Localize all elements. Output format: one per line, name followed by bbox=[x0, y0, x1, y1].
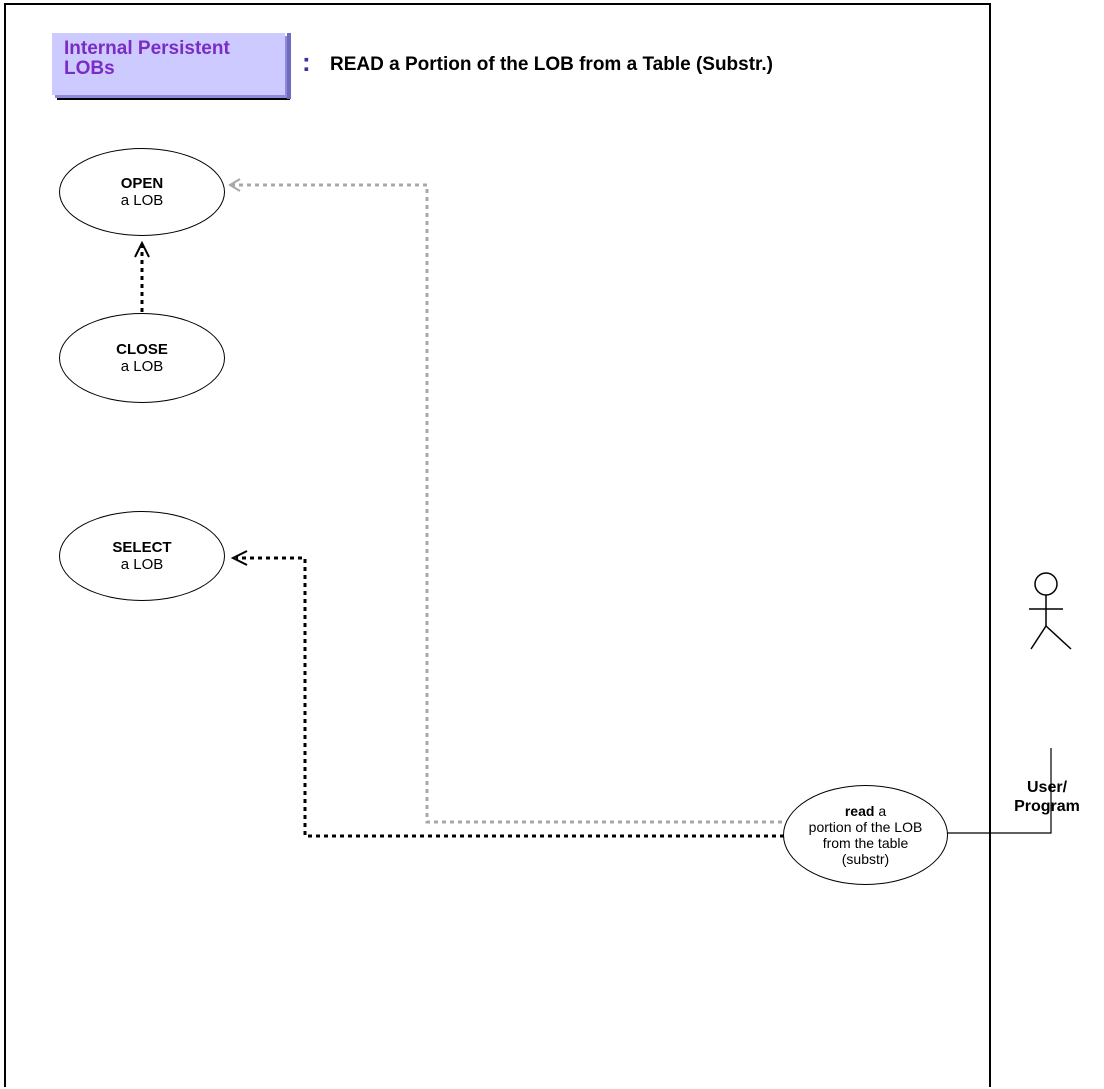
close-verb: CLOSE bbox=[116, 341, 168, 358]
close-rest: a LOB bbox=[120, 358, 164, 375]
actor-association-line bbox=[947, 748, 1052, 834]
diagram-frame bbox=[4, 3, 991, 1087]
select-rest: a LOB bbox=[120, 556, 164, 573]
title-colon: : bbox=[302, 47, 311, 77]
select-use-case[interactable]: SELECT a LOB bbox=[59, 511, 225, 601]
diagram-category-badge: Internal Persistent LOBs bbox=[52, 33, 285, 95]
read-portion-use-case[interactable]: read a portion of the LOB from the table… bbox=[783, 785, 948, 885]
actor-figure bbox=[1029, 572, 1072, 650]
open-verb: OPEN bbox=[120, 175, 164, 192]
badge-separator bbox=[287, 33, 291, 99]
select-dependency-arrow bbox=[230, 550, 248, 566]
actor-label: User/ Program bbox=[1014, 779, 1080, 815]
close-dependency-arrow bbox=[134, 240, 150, 258]
open-use-case[interactable]: OPEN a LOB bbox=[59, 148, 225, 236]
select-dependency-line bbox=[236, 556, 784, 838]
open-dependency-line bbox=[232, 183, 866, 828]
read-rest: portion of the LOB from the table (subst… bbox=[808, 819, 923, 867]
open-rest: a LOB bbox=[120, 192, 164, 209]
read-verb: read bbox=[844, 803, 875, 819]
select-verb: SELECT bbox=[112, 539, 172, 556]
diagram-title: READ a Portion of the LOB from a Table (… bbox=[330, 54, 774, 75]
close-use-case[interactable]: CLOSE a LOB bbox=[59, 313, 225, 403]
read-rest-first: a bbox=[874, 803, 887, 819]
open-dependency-arrow bbox=[228, 178, 241, 192]
